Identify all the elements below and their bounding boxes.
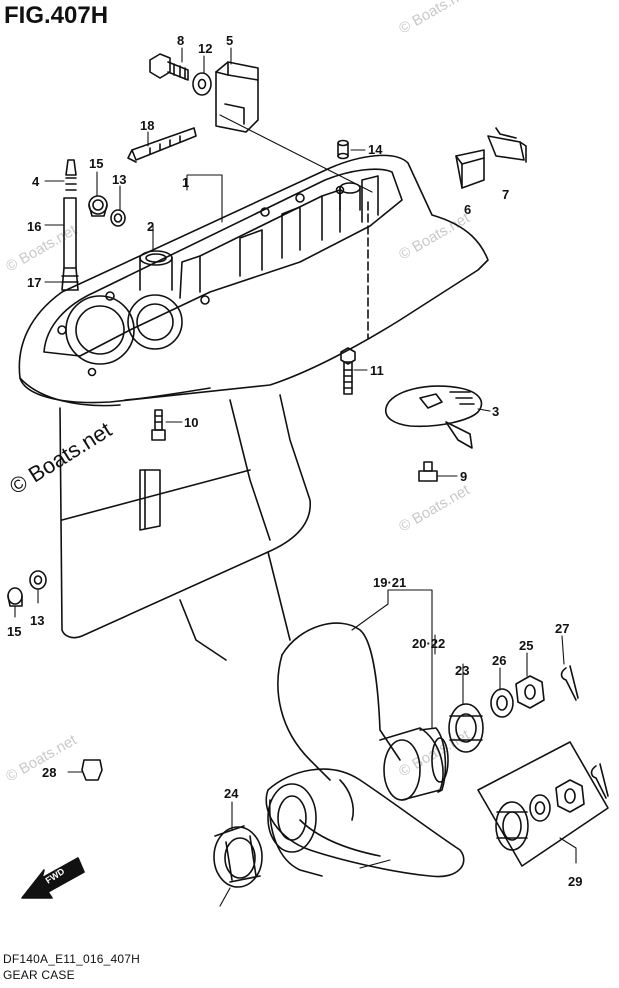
callout: 18 (140, 118, 154, 133)
callout: 20·22 (412, 636, 445, 651)
trim-tab-3 (385, 385, 483, 449)
callout: 16 (27, 219, 41, 234)
bolt-9 (418, 461, 438, 482)
callout: 28 (42, 765, 56, 780)
callout: 24 (224, 786, 239, 801)
callout: 8 (177, 33, 184, 48)
callout: 13 (112, 172, 126, 187)
clamp-18 (127, 127, 197, 163)
pin-14 (337, 139, 349, 160)
water-seal-15-upper (88, 195, 126, 227)
callout: 2 (147, 219, 154, 234)
seal-15-lower (7, 587, 23, 607)
gear-case-housing (18, 154, 489, 661)
drawing-code: DF140A_E11_016_407H (3, 952, 141, 966)
washer-13-lower (29, 570, 47, 590)
fwd-arrow-icon (21, 857, 85, 899)
leader-lines (14, 47, 577, 907)
bolt-11 (340, 347, 356, 395)
callout: 19·21 (373, 575, 406, 590)
callout: 4 (32, 174, 40, 189)
callout: 26 (492, 653, 506, 668)
bolt-10 (151, 409, 166, 441)
cover-5 (215, 61, 259, 133)
washer-26 (490, 688, 514, 718)
nut-25 (515, 675, 545, 709)
stud-bolt-16 (61, 159, 79, 291)
callout: 13 (30, 613, 44, 628)
plate-6 (455, 149, 485, 189)
callout: 15 (7, 624, 21, 639)
plate-7 (487, 127, 527, 163)
bolt-8 (149, 53, 189, 81)
callout: 27 (555, 621, 569, 636)
callout: 11 (370, 363, 384, 378)
callout: 9 (460, 469, 467, 484)
callout: 3 (492, 404, 499, 419)
caption: GEAR CASE (3, 968, 75, 982)
callout: 1 (182, 175, 189, 190)
callout: 17 (27, 275, 41, 290)
callout: 29 (568, 874, 582, 889)
drain-plug-28 (81, 759, 103, 781)
kit-29 (477, 741, 609, 867)
callout: 7 (502, 187, 509, 202)
callout: 5 (226, 33, 233, 48)
callout: 15 (89, 156, 103, 171)
callout: 6 (464, 202, 471, 217)
bushing-24 (213, 825, 263, 888)
callout: 25 (519, 638, 533, 653)
callout: 12 (198, 41, 212, 56)
callout: 10 (184, 415, 198, 430)
propeller (265, 622, 465, 878)
callout: 23 (455, 663, 469, 678)
figure-title: FIG.407H (4, 2, 109, 29)
cotter-pin-27 (560, 665, 579, 701)
callout: 14 (368, 142, 383, 157)
washer-12 (192, 72, 212, 96)
spacer-23 (448, 703, 484, 753)
